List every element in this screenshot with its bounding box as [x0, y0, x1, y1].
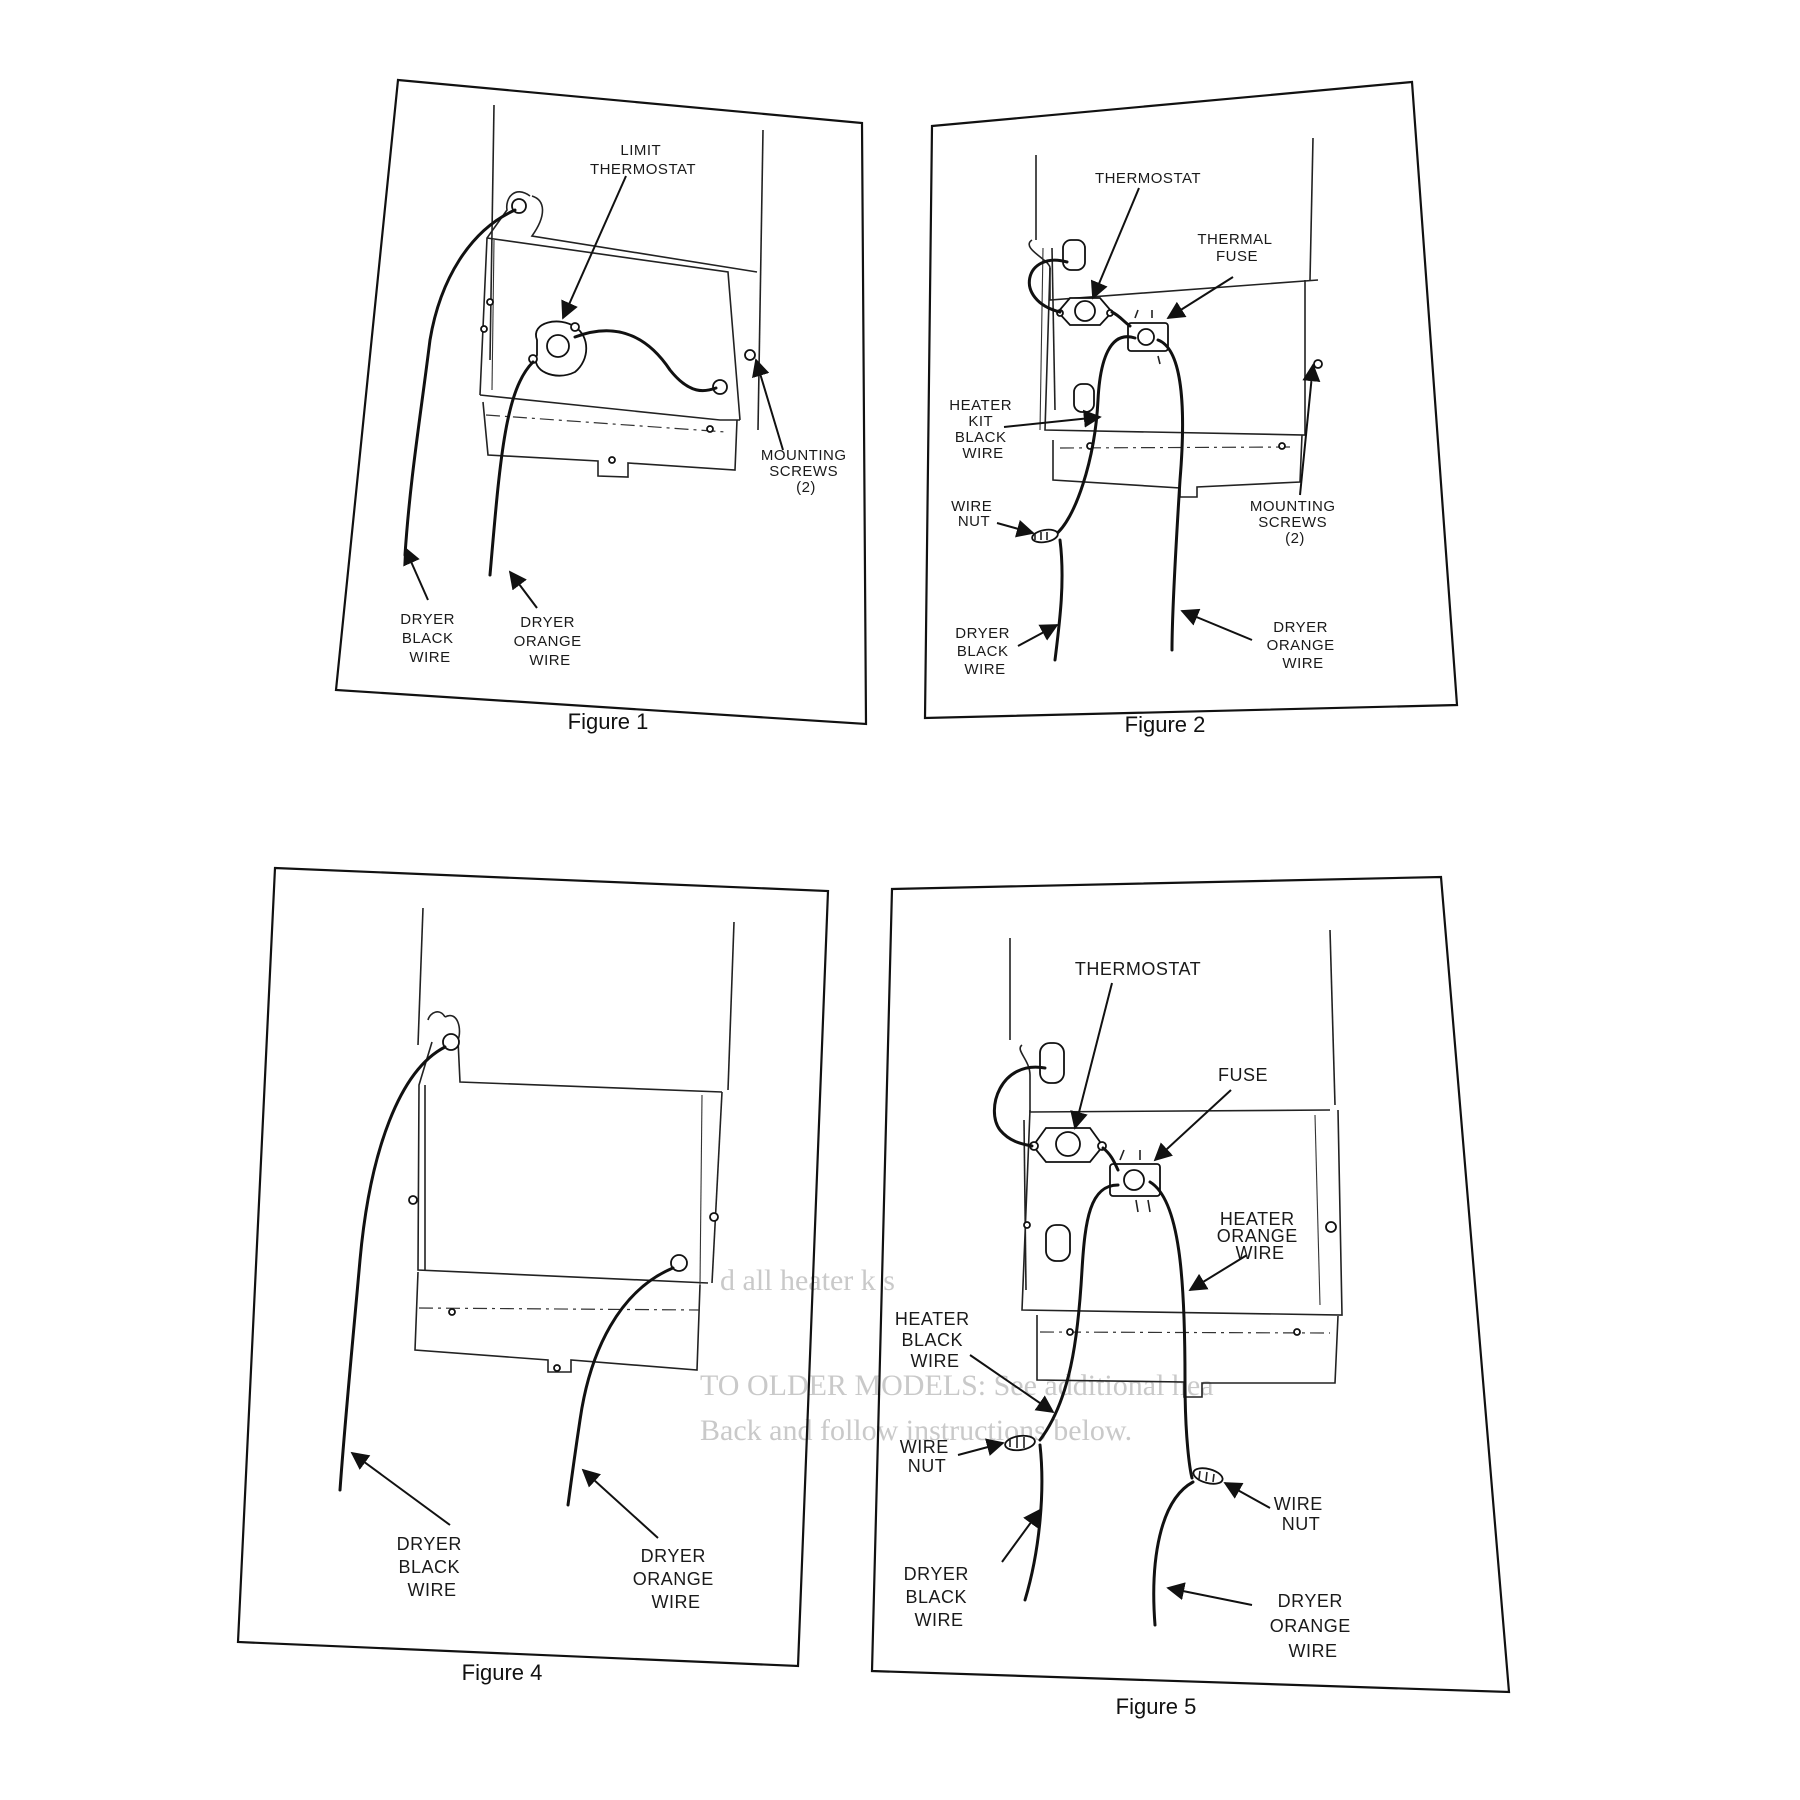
thermostat	[1029, 1042, 1107, 1262]
thermostat-jumper-wire	[573, 329, 718, 393]
dryer-black-wire	[338, 1045, 447, 1492]
thermostat-label: THERMOSTAT	[1075, 959, 1201, 979]
dryer-orange-wire-label: DRYER ORANGE WIRE	[1267, 619, 1340, 672]
jumper-wire	[1027, 258, 1069, 314]
terminal-screw	[670, 1254, 688, 1272]
heater-orange-wire-label: HEATER ORANGE WIRE	[1217, 1209, 1304, 1263]
heater-panel	[1009, 929, 1343, 1398]
figure-5-caption: Figure 5	[1116, 1694, 1197, 1719]
figure-1: LIMIT THERMOSTAT MOUNTING SCREWS (2) DRY…	[334, 78, 868, 734]
heater-panel	[408, 907, 735, 1373]
heater-kit-black-wire-label: HEATER KIT BLACK WIRE	[949, 397, 1016, 462]
thermal-fuse	[1127, 309, 1169, 365]
mounting-screws-label: MOUNTING SCREWS (2)	[761, 447, 851, 496]
wire-nut	[1031, 528, 1059, 544]
dryer-orange-wire	[488, 360, 535, 577]
dryer-black-wire-label: DRYER BLACK WIRE	[904, 1564, 975, 1630]
dryer-orange-wire-label: DRYER ORANGE WIRE	[633, 1546, 720, 1612]
dryer-orange-wire	[1152, 1480, 1195, 1627]
mounting-screws-label: MOUNTING SCREWS (2)	[1250, 498, 1340, 547]
dryer-black-wire-label: DRYER BLACK WIRE	[955, 625, 1014, 678]
dryer-orange-wire	[566, 1266, 675, 1507]
fuse-label: FUSE	[1218, 1065, 1268, 1085]
heater-orange-wire	[1148, 1180, 1194, 1480]
thermal-fuse-label: THERMAL FUSE	[1197, 231, 1276, 265]
figure-4-caption: Figure 4	[462, 1660, 543, 1685]
wire-nut-left-label: WIRE NUT	[900, 1437, 955, 1476]
wire-nut-right-label: WIRE NUT	[1274, 1494, 1329, 1534]
fuse	[1109, 1149, 1161, 1213]
figure-2-frame	[923, 80, 1459, 720]
dryer-black-wire	[1023, 1443, 1044, 1602]
figure-5: THERMOSTAT FUSE HEATER ORANGE WIRE HEATE…	[870, 875, 1511, 1719]
figure-1-frame	[334, 78, 868, 726]
dryer-black-wire-label: DRYER BLACK WIRE	[397, 1534, 468, 1600]
dryer-black-wire	[1053, 538, 1064, 662]
terminal-screw	[712, 379, 728, 395]
wire-nut-right	[1192, 1467, 1224, 1485]
limit-thermostat	[528, 320, 588, 377]
figure-4-frame	[236, 866, 830, 1668]
jumper-wire	[992, 1065, 1047, 1148]
dryer-orange-wire-label: DRYER ORANGE WIRE	[1270, 1591, 1357, 1661]
heater-black-wire-label: HEATER BLACK WIRE	[895, 1309, 975, 1371]
terminal-screw	[442, 1033, 460, 1051]
thermostat-label: THERMOSTAT	[1095, 170, 1201, 187]
bleed-line-3: Back and follow instructions below.	[700, 1414, 1132, 1447]
wire-nut-left	[1004, 1434, 1036, 1452]
fuse-link-wire	[1110, 310, 1132, 328]
bleed-line-1: d all heater k s	[720, 1264, 895, 1297]
limit-thermostat-label: LIMIT THERMOSTAT	[590, 142, 696, 178]
heater-black-wire	[1038, 1183, 1120, 1442]
wire-nut-label: WIRE NUT	[951, 498, 997, 530]
dryer-orange-wire-label: DRYER ORANGE WIRE	[514, 614, 587, 669]
thermostat	[1056, 239, 1114, 413]
dryer-orange-wire	[1156, 338, 1185, 652]
figure-1-caption: Figure 1	[568, 709, 649, 734]
figure-5-frame	[870, 875, 1511, 1694]
figure-2-caption: Figure 2	[1125, 712, 1206, 737]
bleed-through-text: d all heater k s TO OLDER MODELS: See ad…	[700, 1264, 1214, 1447]
thermostat-to-fuse-wire	[1101, 1146, 1120, 1172]
bleed-line-2: TO OLDER MODELS: See additional hea	[700, 1369, 1214, 1402]
figure-4: DRYER BLACK WIRE DRYER ORANGE WIRE Figur…	[236, 866, 830, 1685]
dryer-black-wire	[403, 208, 517, 557]
heater-kit-black-wire	[1053, 335, 1137, 537]
heater-panel	[479, 104, 764, 478]
dryer-black-wire-label: DRYER BLACK WIRE	[400, 611, 459, 666]
figure-2: THERMOSTAT THERMAL FUSE HEATER KIT BLACK…	[923, 80, 1459, 737]
